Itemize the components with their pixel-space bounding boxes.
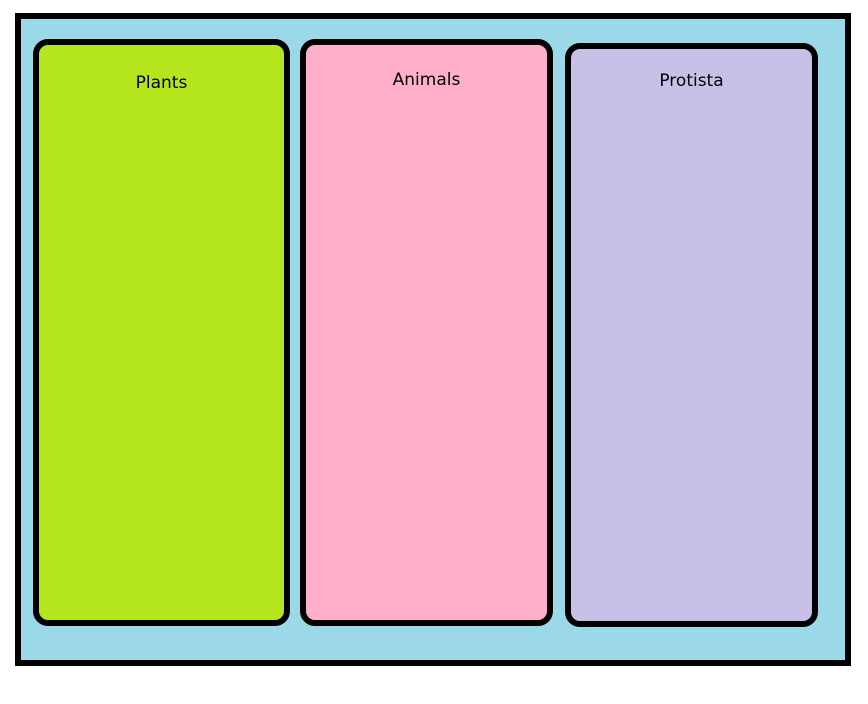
category-label-protista: Protista xyxy=(659,71,724,91)
category-column-animals[interactable]: Animals xyxy=(300,39,553,626)
category-label-plants: Plants xyxy=(135,73,188,93)
diagram-outer-frame: Plants Animals Protista xyxy=(15,13,851,666)
category-columns-row: Plants Animals Protista xyxy=(21,19,845,660)
category-column-plants[interactable]: Plants xyxy=(33,39,290,626)
category-column-protista[interactable]: Protista xyxy=(565,43,818,627)
category-label-animals: Animals xyxy=(392,70,461,90)
